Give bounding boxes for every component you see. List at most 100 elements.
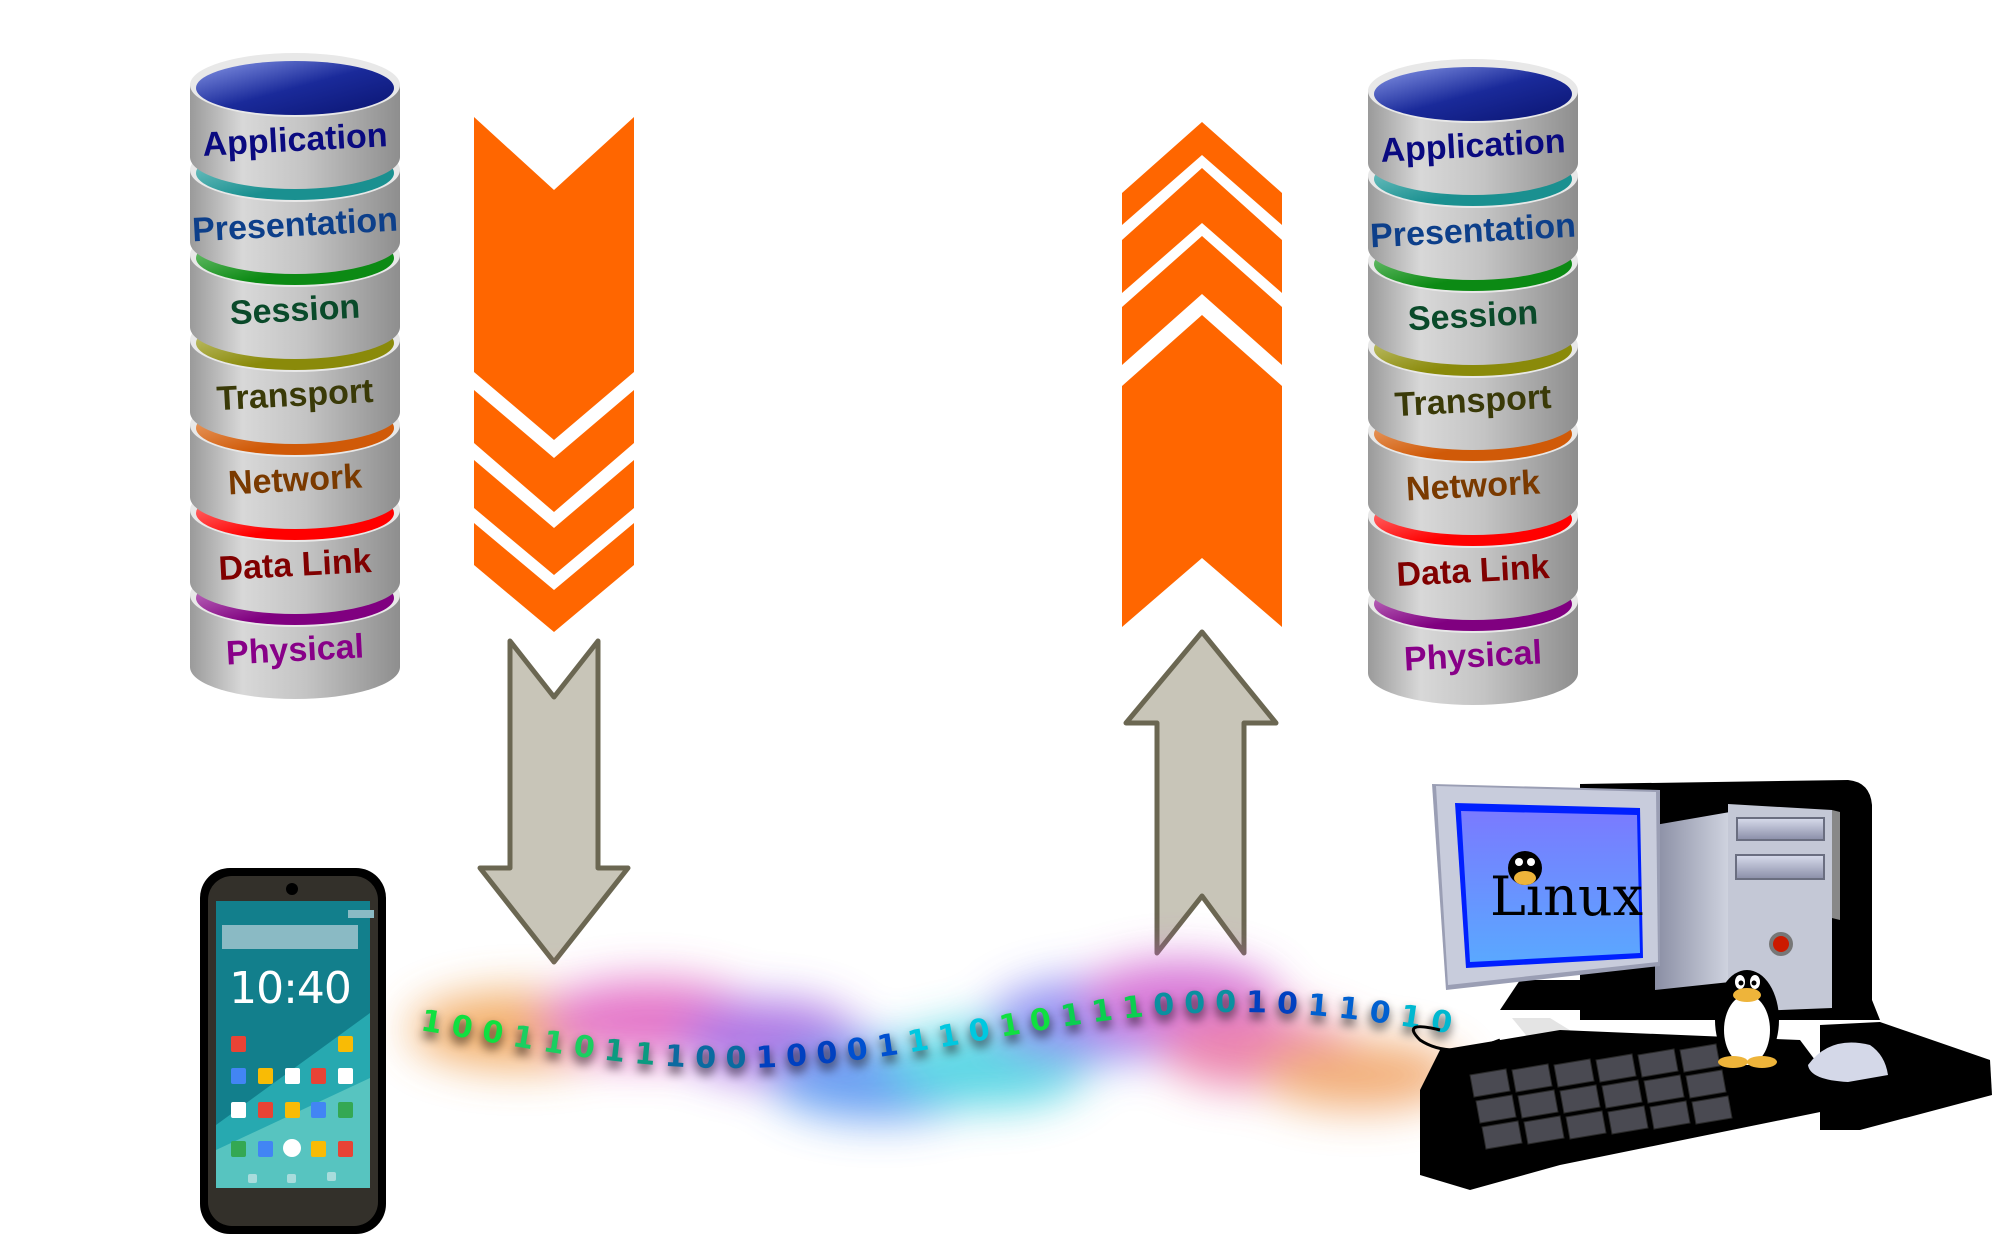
- keyboard-key[interactable]: [1607, 1105, 1649, 1135]
- binary-digit-shadow: 1: [1059, 1003, 1085, 1041]
- down-chevron-2: [474, 460, 634, 575]
- app-icon[interactable]: [338, 1102, 353, 1118]
- keyboard-key[interactable]: [1559, 1084, 1601, 1114]
- monitor-screen: [1461, 811, 1640, 962]
- binary-digit-shadow: 0: [1215, 991, 1236, 1026]
- keyboard[interactable]: [1420, 1030, 1830, 1190]
- app-icon[interactable]: [258, 1068, 273, 1084]
- binary-digit-shadow: 0: [785, 1044, 808, 1080]
- app-icon[interactable]: [285, 1102, 300, 1118]
- tux-logo-icon: [1508, 851, 1542, 885]
- app-icon[interactable]: [231, 1102, 246, 1118]
- binary-digit: 0: [572, 1029, 597, 1067]
- binary-digit: 0: [1184, 985, 1206, 1021]
- encapsulation-arrow: [474, 117, 634, 632]
- app-icon[interactable]: [311, 1141, 326, 1157]
- computer-monitor: Linux: [1432, 784, 1660, 990]
- layer-label: Transport: [1394, 378, 1553, 424]
- desktop-computer: Linux: [1411, 780, 1992, 1190]
- binary-digit-shadow: 0: [726, 1047, 747, 1082]
- layer-label: Physical: [1403, 633, 1543, 678]
- binary-digit: 1: [633, 1036, 657, 1073]
- tux-penguin-icon: [1715, 970, 1779, 1070]
- binary-digit: 0: [785, 1038, 808, 1074]
- binary-digit-shadow: 1: [876, 1033, 902, 1071]
- binary-digit: 1: [1337, 991, 1362, 1028]
- app-icon[interactable]: [338, 1036, 353, 1052]
- app-icon[interactable]: [285, 1068, 300, 1084]
- down-chevron-3: [474, 523, 634, 632]
- phone-app-grid[interactable]: [231, 1036, 353, 1157]
- binary-digit: 1: [935, 1017, 961, 1055]
- layer-label: Session: [229, 288, 361, 333]
- keyboard-key[interactable]: [1511, 1063, 1553, 1093]
- keyboard-key[interactable]: [1679, 1043, 1721, 1073]
- binary-digit: 0: [695, 1040, 717, 1076]
- keyboard-key[interactable]: [1481, 1120, 1523, 1150]
- binary-digit-shadow: 1: [664, 1045, 687, 1081]
- osi-layer-application: Application: [1368, 59, 1578, 195]
- binary-digit: 0: [1215, 985, 1236, 1020]
- drive-bay: [1736, 817, 1825, 841]
- app-icon[interactable]: [311, 1102, 326, 1118]
- app-icon[interactable]: [338, 1141, 353, 1157]
- binary-digit: 1: [1090, 993, 1115, 1030]
- keyboard-key[interactable]: [1685, 1069, 1727, 1099]
- binary-digit: 0: [1428, 1003, 1454, 1041]
- keyboard-key[interactable]: [1565, 1110, 1607, 1140]
- keyboard-key[interactable]: [1691, 1095, 1733, 1125]
- gray-down-arrow: [477, 638, 631, 965]
- phone-search-bar: [222, 925, 358, 949]
- binary-digit-shadow: 1: [755, 1046, 777, 1082]
- keyboard-key[interactable]: [1637, 1048, 1679, 1078]
- binary-digit-shadow: 0: [571, 1035, 596, 1073]
- keyboard-key[interactable]: [1601, 1079, 1643, 1109]
- app-drawer-icon[interactable]: [283, 1139, 301, 1157]
- down-chevron-1: [474, 390, 634, 512]
- binary-digit-shadow: 0: [1184, 991, 1206, 1027]
- binary-digit-shadow: 1: [633, 1042, 657, 1079]
- cable: [1411, 1025, 1501, 1052]
- keyboard-key[interactable]: [1475, 1094, 1517, 1124]
- binary-digit-shadow: 0: [695, 1046, 717, 1082]
- binary-digit: 0: [1367, 994, 1392, 1031]
- osi-layer-application: Application: [190, 53, 400, 189]
- app-icon[interactable]: [258, 1102, 273, 1118]
- keyboard-key[interactable]: [1517, 1089, 1559, 1119]
- binary-digit: 1: [875, 1027, 901, 1065]
- layer-label: Network: [227, 458, 363, 503]
- phone-camera-icon: [286, 883, 298, 895]
- app-icon[interactable]: [311, 1068, 326, 1084]
- app-icon[interactable]: [231, 1068, 246, 1084]
- keyboard-key[interactable]: [1523, 1115, 1565, 1145]
- keyboard-key[interactable]: [1595, 1053, 1637, 1083]
- binary-digit: 1: [905, 1022, 931, 1060]
- binary-digit: 0: [845, 1032, 870, 1069]
- down-chevron-main: [474, 117, 634, 440]
- binary-digit-shadow: 1: [1246, 991, 1268, 1026]
- app-icon[interactable]: [338, 1068, 353, 1084]
- binary-digit: 1: [664, 1039, 687, 1075]
- keyboard-key[interactable]: [1649, 1100, 1691, 1130]
- layer-label: Network: [1405, 464, 1541, 509]
- app-icon[interactable]: [231, 1141, 246, 1157]
- binary-digit: 1: [755, 1040, 777, 1076]
- keyboard-key[interactable]: [1553, 1058, 1595, 1088]
- keyboard-key[interactable]: [1469, 1068, 1511, 1098]
- layer-label: Data Link: [218, 542, 373, 588]
- app-icon[interactable]: [258, 1141, 273, 1157]
- binary-digit: 1: [602, 1033, 627, 1070]
- binary-digit-shadow: 1: [602, 1039, 627, 1076]
- binary-digit: 1: [1246, 985, 1268, 1020]
- layer-label: Physical: [225, 627, 365, 672]
- binary-digit-shadow: 1: [1306, 994, 1330, 1031]
- drive-bay: [1735, 854, 1825, 880]
- mouse[interactable]: [1808, 1042, 1888, 1083]
- binary-digit: 0: [725, 1041, 746, 1076]
- binary-digit-shadow: 0: [846, 1037, 871, 1074]
- keyboard-key[interactable]: [1643, 1074, 1685, 1104]
- app-icon[interactable]: [231, 1036, 246, 1052]
- computer-tower: [1655, 804, 1840, 1012]
